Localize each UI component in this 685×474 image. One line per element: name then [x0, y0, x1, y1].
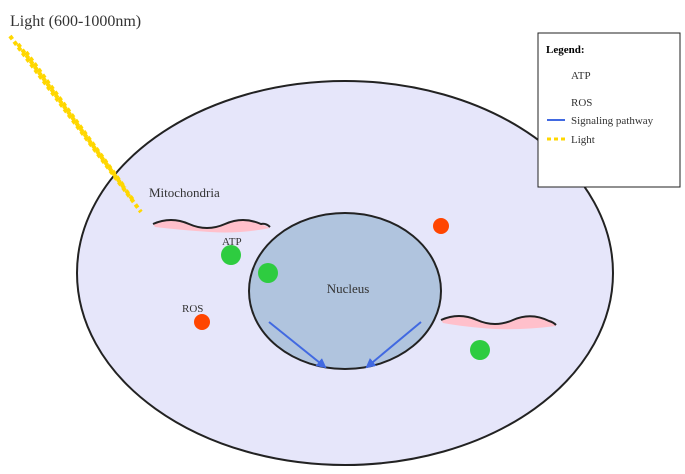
ros-molecule	[433, 218, 449, 234]
atp-molecule	[470, 340, 490, 360]
legend-item-signaling: Signaling pathway	[571, 115, 654, 127]
atp-molecule	[221, 245, 241, 265]
legend-atp-swatch	[551, 71, 561, 81]
mitochondria-label: Mitochondria	[149, 185, 220, 200]
mitochondrion-fill	[153, 220, 270, 233]
legend-item-light: Light	[571, 134, 595, 146]
signaling-arrow	[365, 321, 422, 369]
legend-item-atp: ATP	[571, 70, 591, 82]
light-label: Light (600-1000nm)	[10, 13, 141, 30]
legend-title: Legend:	[546, 44, 585, 56]
mitochondrion-fill	[441, 316, 556, 330]
nucleus	[248, 212, 442, 370]
light-beam	[8, 34, 143, 214]
light-ray	[24, 50, 127, 190]
mitochondrion-membrane	[152, 219, 271, 229]
atp-molecule	[258, 263, 278, 283]
legend: Legend: ATP ROS Signaling pathway Light	[537, 32, 681, 188]
legend-ros-swatch	[551, 97, 561, 107]
nucleus-label: Nucleus	[327, 281, 370, 296]
ros-label: ROS	[182, 303, 203, 315]
legend-box	[537, 32, 681, 188]
signaling-arrow	[268, 321, 327, 369]
mitochondrion-membrane	[440, 315, 557, 326]
ros-molecule	[194, 314, 210, 330]
mitochondrion	[440, 315, 557, 330]
mitochondrion	[152, 219, 271, 233]
legend-item-ros: ROS	[571, 97, 592, 109]
atp-label: ATP	[222, 236, 242, 248]
